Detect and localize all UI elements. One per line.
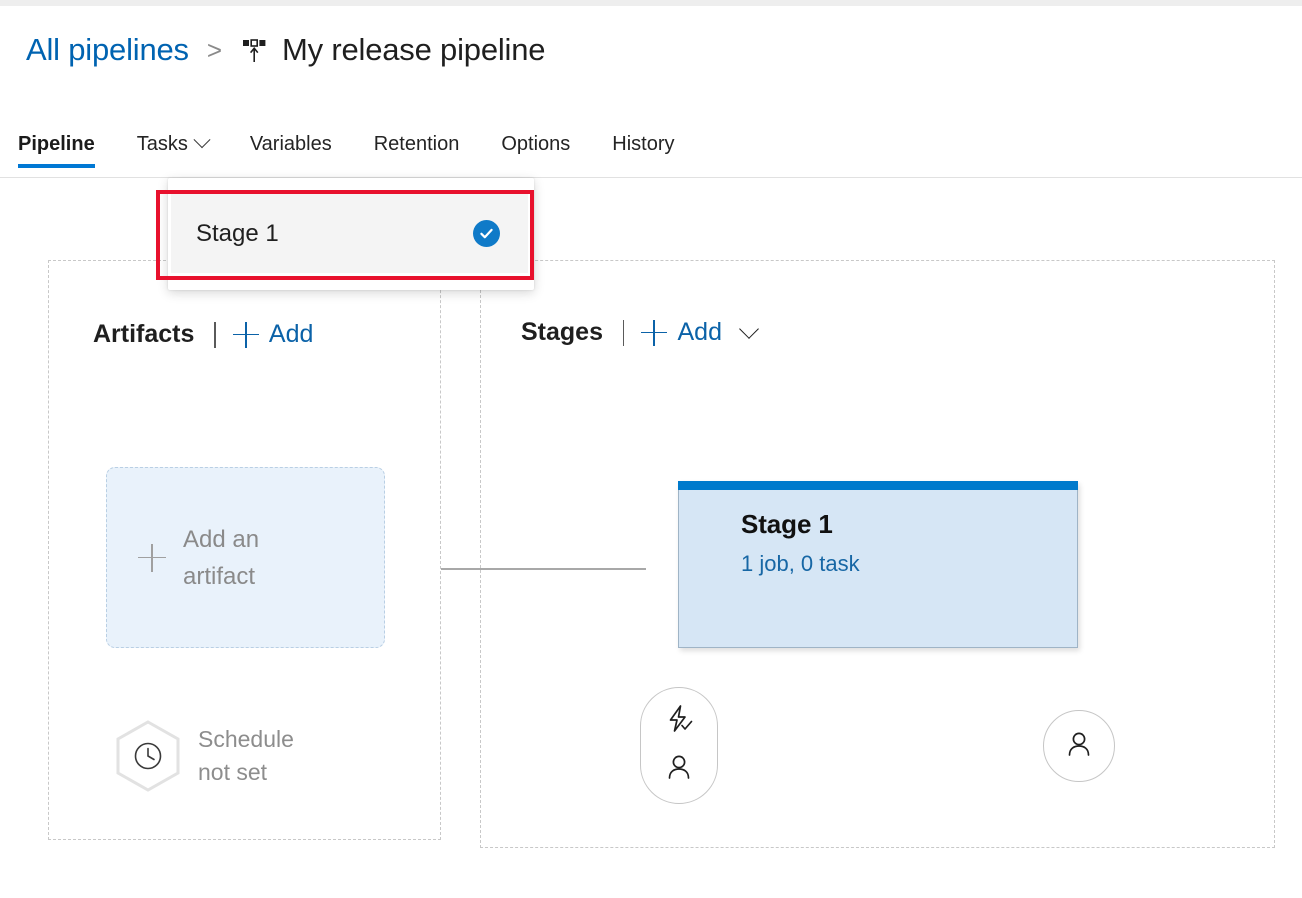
page-title: My release pipeline <box>282 32 546 67</box>
tab-pipeline-label: Pipeline <box>18 132 95 155</box>
tab-bar-divider <box>0 177 1302 178</box>
add-stage-button[interactable]: Add <box>677 318 722 346</box>
tab-options-label: Options <box>501 132 571 155</box>
add-an-artifact-label: Add an artifact <box>183 521 259 595</box>
tab-tasks-label: Tasks <box>136 132 188 155</box>
release-pipeline-icon <box>238 35 272 69</box>
stage-card-stage-1[interactable]: Stage 1 1 job, 0 task <box>678 481 1078 648</box>
post-deployment-conditions-button[interactable] <box>1043 710 1115 782</box>
tab-tasks[interactable]: Tasks <box>116 112 229 164</box>
tab-bar: Pipeline Tasks Variables Retention Optio… <box>0 112 1302 178</box>
schedule-trigger[interactable]: Schedule not set <box>112 718 294 794</box>
tab-retention[interactable]: Retention <box>353 112 481 164</box>
dropdown-item-stage-1[interactable]: Stage 1 <box>171 194 528 273</box>
pipeline-canvas: Artifacts Add Stages Add Add an artifact… <box>0 178 1302 898</box>
artifact-to-stage-connector <box>441 568 646 570</box>
top-chrome-strip <box>0 0 1302 6</box>
schedule-line1: Schedule <box>198 726 294 752</box>
stage-card-text: Stage 1 1 job, 0 task <box>741 509 860 577</box>
tab-history-label: History <box>612 132 675 155</box>
stage-card-title: Stage 1 <box>741 509 833 539</box>
stages-header-divider <box>622 319 625 346</box>
add-an-artifact-card[interactable]: Add an artifact <box>106 467 385 648</box>
check-circle-icon <box>473 220 500 247</box>
tab-options[interactable]: Options <box>480 112 591 164</box>
tab-retention-label: Retention <box>373 132 460 155</box>
artifacts-title: Artifacts <box>93 320 195 348</box>
pre-deployment-conditions-button[interactable] <box>640 687 718 804</box>
tasks-dropdown-panel: Stage 1 <box>168 178 534 290</box>
breadcrumb: All pipelines > My release pipeline <box>26 22 546 78</box>
add-an-artifact-line1: Add an <box>183 525 260 553</box>
stages-title: Stages <box>521 318 603 346</box>
breadcrumb-all-pipelines-link[interactable]: All pipelines <box>26 32 189 67</box>
schedule-label: Schedule not set <box>198 723 294 789</box>
person-icon <box>1064 729 1094 764</box>
lightning-bolt-icon <box>664 704 694 739</box>
chevron-down-icon[interactable] <box>739 318 759 339</box>
plus-icon <box>138 543 166 572</box>
stages-header: Stages Add <box>521 318 759 347</box>
add-an-artifact-line2: artifact <box>183 562 256 590</box>
artifacts-header-divider <box>214 321 216 348</box>
breadcrumb-separator: > <box>206 34 223 65</box>
plus-icon[interactable] <box>641 319 668 346</box>
stage-card-subtitle: 1 job, 0 task <box>741 551 860 576</box>
dropdown-item-label: Stage 1 <box>196 219 279 247</box>
clock-hexagon-icon <box>112 718 184 794</box>
stage-card-status-bar <box>678 481 1078 490</box>
chevron-down-icon <box>193 131 211 149</box>
schedule-line2: not set <box>198 759 268 785</box>
tab-pipeline[interactable]: Pipeline <box>18 112 116 168</box>
stages-group-container <box>480 260 1275 848</box>
add-artifact-button[interactable]: Add <box>268 320 314 348</box>
artifacts-header: Artifacts Add <box>93 320 313 349</box>
plus-icon[interactable] <box>232 321 259 348</box>
tab-history[interactable]: History <box>591 112 695 164</box>
tab-variables-label: Variables <box>249 132 332 155</box>
person-icon <box>664 752 694 787</box>
tab-variables[interactable]: Variables <box>229 112 353 164</box>
